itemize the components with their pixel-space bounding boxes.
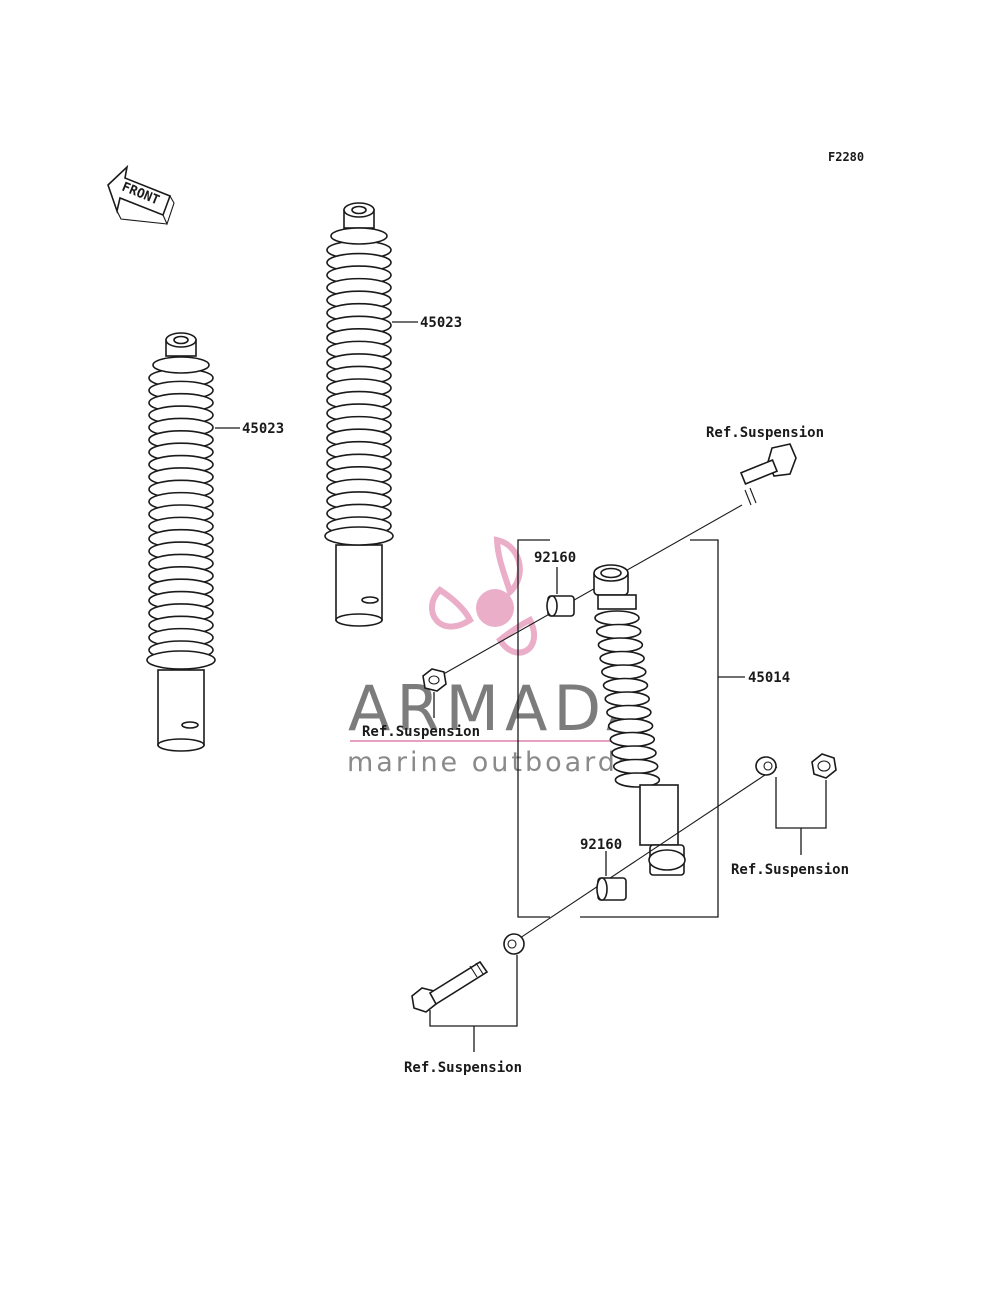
armada-logo-icon <box>428 536 538 656</box>
nut-upper[interactable] <box>422 668 447 692</box>
spring-coil <box>612 758 659 775</box>
spring-coil <box>611 745 657 761</box>
shock-absorber[interactable] <box>593 564 686 876</box>
spring-center[interactable] <box>324 202 394 627</box>
label-ref-bottom: Ref.Suspension <box>404 1060 522 1076</box>
nut-right[interactable] <box>811 753 837 779</box>
bushing-upper[interactable] <box>546 595 575 617</box>
washer-right[interactable] <box>755 756 777 776</box>
label-bushing-upper: 92160 <box>534 550 576 566</box>
label-ref-left: Ref.Suspension <box>362 724 480 740</box>
spring-coil <box>600 664 647 680</box>
spring-coil <box>595 623 642 640</box>
spring-coil <box>607 718 654 734</box>
label-bushing-lower: 92160 <box>580 837 622 853</box>
label-shock-assembly: 45014 <box>748 670 790 686</box>
bolt-top[interactable] <box>739 443 797 506</box>
watermark-tagline: marine outboards <box>347 747 635 778</box>
bushing-lower[interactable] <box>596 877 627 901</box>
spring-coil <box>602 677 649 694</box>
spring-coil <box>609 731 656 748</box>
watermark-brand: ARMADA <box>348 672 654 745</box>
label-ref-right: Ref.Suspension <box>731 862 849 878</box>
spring-coil <box>606 704 652 721</box>
spring-coil <box>614 772 661 788</box>
spring-coil <box>597 637 644 653</box>
label-ref-top: Ref.Suspension <box>706 425 824 441</box>
washer-bottom[interactable] <box>503 933 525 955</box>
bolt-bottom[interactable] <box>411 960 489 1013</box>
spring-coil <box>594 610 640 626</box>
spring-coil <box>599 650 645 667</box>
spring-left[interactable] <box>146 332 216 752</box>
front-arrow-icon: FRONT <box>107 164 175 226</box>
label-spring-left: 45023 <box>242 421 284 437</box>
label-spring-center: 45023 <box>420 315 462 331</box>
diagram-code: F2280 <box>828 150 864 164</box>
spring-coil <box>604 691 651 707</box>
